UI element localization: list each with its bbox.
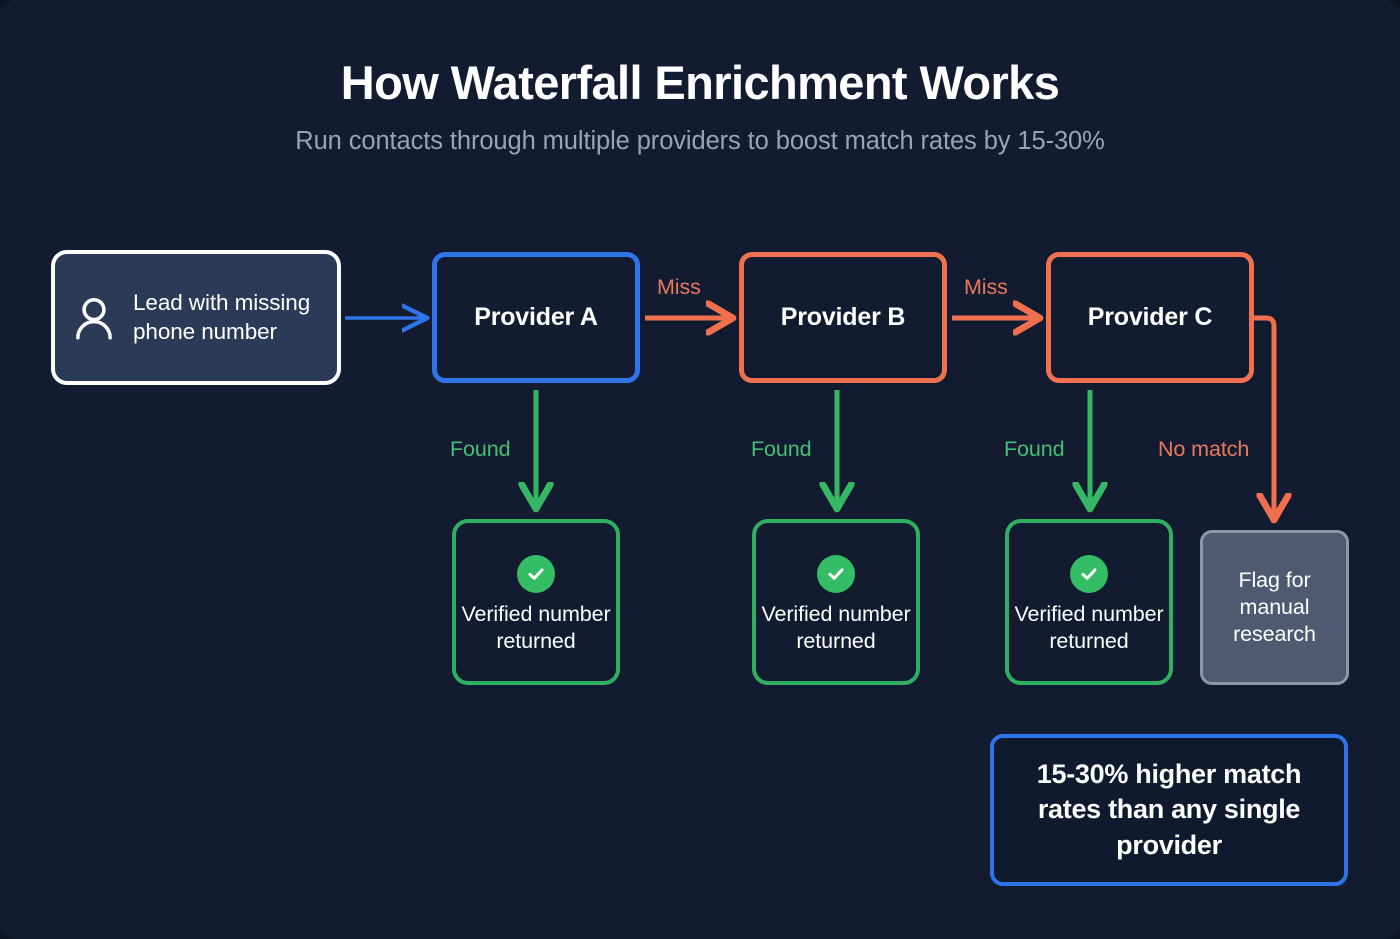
edge-label-no-match: No match: [1158, 437, 1250, 461]
edge-label-found-c: Found: [1004, 437, 1065, 461]
page-subtitle: Run contacts through multiple providers …: [295, 126, 1105, 155]
provider-a-label: Provider A: [474, 303, 598, 331]
header: How Waterfall Enrichment Works Run conta…: [0, 56, 1400, 155]
callout-label: 15-30% higher match rates than any singl…: [1036, 759, 1302, 860]
check-circle-icon: [517, 554, 555, 593]
page-title: How Waterfall Enrichment Works: [340, 56, 1060, 109]
check-circle-icon: [1070, 554, 1108, 593]
result-node-b-label: Verified number returned: [761, 601, 911, 653]
provider-c-label: Provider C: [1087, 303, 1213, 331]
result-node-c-label: Verified number returned: [1014, 601, 1164, 653]
result-node-b[interactable]: Verified number returned: [752, 519, 920, 685]
edge-label-miss-b-c: Miss: [964, 275, 1008, 299]
flag-node[interactable]: Flag for manual research: [1200, 530, 1349, 685]
lead-node[interactable]: Lead with missing phone number: [51, 250, 341, 385]
result-node-c[interactable]: Verified number returned: [1005, 519, 1173, 685]
person-icon: [76, 297, 112, 340]
edge-label-found-a: Found: [450, 437, 511, 461]
result-node-a[interactable]: Verified number returned: [452, 519, 620, 685]
provider-a-node[interactable]: Provider A: [432, 252, 640, 383]
check-circle-icon: [817, 554, 855, 593]
edge-label-found-b: Found: [751, 437, 812, 461]
flag-node-label: Flag for manual research: [1233, 567, 1316, 647]
lead-node-label: Lead with missing phone number: [133, 289, 311, 344]
edge-label-miss-a-b: Miss: [657, 275, 701, 299]
provider-b-label: Provider B: [780, 303, 906, 331]
provider-c-node[interactable]: Provider C: [1046, 252, 1254, 383]
callout-box: 15-30% higher match rates than any singl…: [990, 734, 1348, 886]
edge-provider-c-to-flag: [1250, 315, 1274, 516]
provider-b-node[interactable]: Provider B: [739, 252, 947, 383]
result-node-a-label: Verified number returned: [461, 601, 611, 653]
